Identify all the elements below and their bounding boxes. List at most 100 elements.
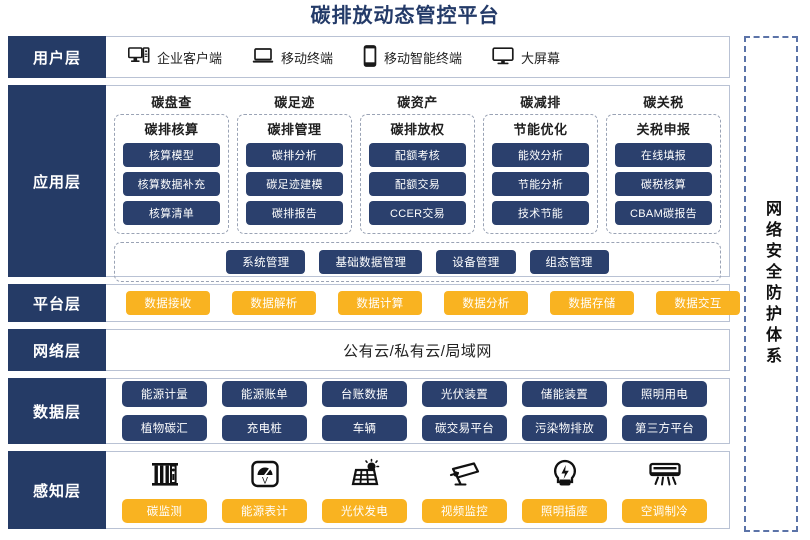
mgmt-button-basic-data[interactable]: 基础数据管理 [319,250,423,274]
application-group-list: 碳盘查 碳排核算 核算模型 核算数据补充 核算清单 碳足迹 碳排管理 碳排分析 … [114,92,721,234]
sense-item-label: 空调制冷 [622,498,707,523]
app-feature-button[interactable]: 配额交易 [369,172,466,196]
app-feature-button[interactable]: CBAM碳报告 [615,201,712,225]
user-item-label: 移动智能终端 [384,50,463,66]
app-feature-button[interactable]: 碳税核算 [615,172,712,196]
desktop-tower-icon [128,46,150,68]
data-pill-ledger-data[interactable]: 台账数据 [322,381,407,407]
sense-item-lighting-socket[interactable]: 照明插座 [522,456,607,523]
user-item-smart-mobile-terminal[interactable]: 移动智能终端 [363,44,463,70]
sense-item-label: 光伏发电 [322,498,407,523]
app-group-box: 碳排核算 核算模型 核算数据补充 核算清单 [114,114,229,234]
data-source-grid: 能源计量 能源账单 台账数据 光伏装置 储能装置 照明用电 植物碳汇 充电桩 车… [106,372,729,450]
data-pill-storage-device[interactable]: 储能装置 [522,381,607,407]
app-group-title: 碳盘查 [151,95,192,110]
layer-sense-label: 感知层 [8,451,106,529]
app-group-box: 关税申报 在线填报 碳税核算 CBAM碳报告 [606,114,721,234]
sense-device-list: 碳监测 V 能源表计 [106,448,729,533]
svg-text:V: V [261,475,267,485]
sense-item-pv-generation[interactable]: 光伏发电 [322,456,407,523]
mgmt-button-system[interactable]: 系统管理 [226,250,306,274]
user-item-label: 大屏幕 [521,50,561,66]
app-group-title: 碳减排 [520,95,561,110]
layer-platform-body: 数据接收 数据解析 数据计算 数据分析 数据存储 数据交互 [106,285,760,321]
data-pill-plant-carbon-sink[interactable]: 植物碳汇 [122,415,207,441]
data-pill-charging-pile[interactable]: 充电桩 [222,415,307,441]
platform-pill-data-exchange[interactable]: 数据交互 [656,291,740,315]
user-terminal-list: 企业客户端 移动终端 [106,44,729,70]
user-item-label: 企业客户端 [157,50,223,66]
layer-sense: 感知层 [8,451,730,529]
user-item-big-screen[interactable]: 大屏幕 [492,46,561,68]
app-group-carbon-tariff: 碳关税 关税申报 在线填报 碳税核算 CBAM碳报告 [606,92,721,234]
data-pill-carbon-trading-platform[interactable]: 碳交易平台 [422,415,507,441]
layer-platform: 平台层 数据接收 数据解析 数据计算 数据分析 数据存储 数据交互 [8,284,740,322]
laptop-icon [252,47,274,68]
app-group-subtitle: 节能优化 [513,122,568,137]
app-group-title: 碳关税 [643,95,684,110]
user-item-enterprise-client[interactable]: 企业客户端 [128,46,223,68]
data-source-row: 植物碳汇 充电桩 车辆 碳交易平台 污染物排放 第三方平台 [122,415,713,441]
data-pill-lighting-power[interactable]: 照明用电 [622,381,707,407]
app-feature-button[interactable]: 技术节能 [492,201,589,225]
app-feature-button[interactable]: 核算模型 [123,143,220,167]
app-feature-button[interactable]: 配额考核 [369,143,466,167]
platform-pill-data-analysis[interactable]: 数据分析 [444,291,528,315]
data-pill-vehicle[interactable]: 车辆 [322,415,407,441]
app-feature-button[interactable]: 碳足迹建模 [246,172,343,196]
platform-pill-data-receive[interactable]: 数据接收 [126,291,210,315]
app-group-box: 碳排放权 配额考核 配额交易 CCER交易 [360,114,475,234]
app-feature-button[interactable]: 碳排分析 [246,143,343,167]
layer-data: 数据层 能源计量 能源账单 台账数据 光伏装置 储能装置 照明用电 植物碳汇 充… [8,378,730,444]
layer-sense-body: 碳监测 V 能源表计 [106,452,729,528]
sense-item-energy-meter[interactable]: V 能源表计 [222,456,307,523]
layer-data-body: 能源计量 能源账单 台账数据 光伏装置 储能装置 照明用电 植物碳汇 充电桩 车… [106,379,729,443]
data-pill-energy-metering[interactable]: 能源计量 [122,381,207,407]
layer-user: 用户层 企业客户端 [8,36,730,78]
user-item-label: 移动终端 [281,50,334,66]
solar-panel-icon [348,456,382,492]
platform-pill-data-compute[interactable]: 数据计算 [338,291,422,315]
app-group-carbon-inventory: 碳盘查 碳排核算 核算模型 核算数据补充 核算清单 [114,92,229,234]
monitor-icon [492,46,514,68]
app-feature-button[interactable]: 核算数据补充 [123,172,220,196]
data-pill-pollutant-emission[interactable]: 污染物排放 [522,415,607,441]
app-group-carbon-footprint: 碳足迹 碳排管理 碳排分析 碳足迹建模 碳排报告 [237,92,352,234]
data-source-row: 能源计量 能源账单 台账数据 光伏装置 储能装置 照明用电 [122,381,713,407]
sense-item-label: 能源表计 [222,498,307,523]
sense-item-label: 视频监控 [422,498,507,523]
app-feature-button[interactable]: 能效分析 [492,143,589,167]
mgmt-button-device[interactable]: 设备管理 [436,250,516,274]
user-item-mobile-terminal[interactable]: 移动终端 [252,47,333,68]
sense-item-carbon-monitor[interactable]: 碳监测 [122,456,207,523]
security-band: 网络安全防护体系 [744,36,798,532]
sense-item-video-surveillance[interactable]: 视频监控 [422,456,507,523]
application-management-box: 系统管理 基础数据管理 设备管理 组态管理 [114,242,721,282]
platform-pill-data-storage[interactable]: 数据存储 [550,291,634,315]
app-group-box: 节能优化 能效分析 节能分析 技术节能 [483,114,598,234]
layer-platform-label: 平台层 [8,284,106,322]
layer-application: 应用层 碳盘查 碳排核算 核算模型 核算数据补充 核算清单 碳足迹 碳排管理 [8,85,730,282]
app-group-carbon-asset: 碳资产 碳排放权 配额考核 配额交易 CCER交易 [360,92,475,234]
app-feature-button[interactable]: 核算清单 [123,201,220,225]
layer-network-body: 公有云/私有云/局域网 [106,330,729,370]
layer-stack: 用户层 企业客户端 [8,36,740,536]
app-group-subtitle: 碳排放权 [390,122,445,137]
network-cloud-text: 公有云/私有云/局域网 [343,342,492,360]
platform-capability-list: 数据接收 数据解析 数据计算 数据分析 数据存储 数据交互 [106,291,760,315]
app-feature-button[interactable]: CCER交易 [369,201,466,225]
layer-network-label: 网络层 [8,329,106,371]
platform-pill-data-parse[interactable]: 数据解析 [232,291,316,315]
sense-item-air-conditioning[interactable]: 空调制冷 [622,456,707,523]
app-feature-button[interactable]: 节能分析 [492,172,589,196]
app-group-subtitle: 关税申报 [636,122,691,137]
app-feature-button[interactable]: 在线填报 [615,143,712,167]
data-pill-pv-device[interactable]: 光伏装置 [422,381,507,407]
data-pill-third-party-platform[interactable]: 第三方平台 [622,415,707,441]
mgmt-button-configuration[interactable]: 组态管理 [529,250,609,274]
app-feature-button[interactable]: 碳排报告 [246,201,343,225]
smartphone-icon [363,44,377,70]
data-pill-energy-bill[interactable]: 能源账单 [222,381,307,407]
lightbulb-icon [550,456,580,492]
cctv-camera-icon [447,456,483,492]
